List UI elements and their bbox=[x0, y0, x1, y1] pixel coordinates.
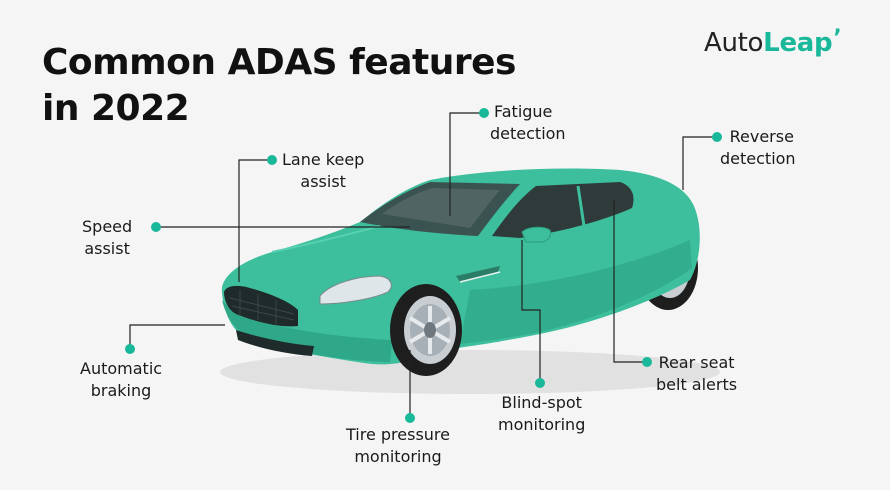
leader-braking bbox=[129, 324, 225, 348]
label-line: Speed bbox=[82, 217, 133, 236]
label-line: Blind-spot bbox=[501, 393, 582, 412]
label-line: detection bbox=[490, 124, 566, 143]
dot-fatigue bbox=[479, 108, 489, 118]
car-illustration bbox=[220, 168, 720, 394]
label-line: detection bbox=[720, 149, 796, 168]
label-line: monitoring bbox=[354, 447, 442, 466]
leader-lines bbox=[129, 112, 713, 416]
label-line: Tire pressure bbox=[346, 425, 450, 444]
title-line-1: Common ADAS features bbox=[42, 42, 516, 83]
marker-dots bbox=[125, 108, 722, 423]
leader-lane bbox=[238, 159, 269, 282]
label-line: Fatigue bbox=[494, 102, 553, 121]
label-fatigue-detection: Fatigue detection bbox=[490, 101, 566, 145]
label-line: braking bbox=[90, 381, 152, 400]
dot-tire bbox=[405, 413, 415, 423]
side-windows bbox=[492, 182, 634, 238]
label-line: monitoring bbox=[498, 415, 586, 434]
headlight bbox=[319, 275, 392, 305]
label-lane-keep-assist: Lane keep assist bbox=[282, 149, 364, 193]
label-speed-assist: Speed assist bbox=[82, 216, 132, 260]
label-line: Rear seat bbox=[658, 353, 735, 372]
leader-rear bbox=[613, 200, 644, 363]
label-rear-seat-belt-alerts: Rear seat belt alerts bbox=[656, 352, 737, 396]
dot-rear bbox=[642, 357, 652, 367]
dot-speed bbox=[151, 222, 161, 232]
label-blind-spot-monitoring: Blind-spot monitoring bbox=[498, 392, 585, 436]
leader-fatigue bbox=[449, 112, 480, 216]
label-line: Reverse bbox=[729, 127, 794, 146]
dot-braking bbox=[125, 344, 135, 354]
dot-reverse bbox=[712, 132, 722, 142]
leader-reverse bbox=[682, 136, 713, 190]
label-line: assist bbox=[84, 239, 130, 258]
leader-blind bbox=[521, 240, 541, 382]
front-wheel bbox=[390, 284, 462, 376]
dot-blind bbox=[535, 378, 545, 388]
page-title: Common ADAS features in 2022 bbox=[42, 40, 516, 132]
label-automatic-braking: Automatic braking bbox=[80, 358, 162, 402]
label-line: Lane keep bbox=[282, 150, 365, 169]
label-reverse-detection: Reverse detection bbox=[720, 126, 796, 170]
label-line: belt alerts bbox=[656, 375, 738, 394]
logo-mark-icon: ʼ bbox=[833, 26, 842, 51]
label-line: Automatic bbox=[80, 359, 163, 378]
logo-text-leap: Leap bbox=[763, 28, 833, 58]
logo-text-auto: Auto bbox=[704, 28, 764, 58]
label-line: assist bbox=[300, 172, 346, 191]
title-line-2: in 2022 bbox=[42, 88, 190, 129]
dot-lane bbox=[267, 155, 277, 165]
label-tire-pressure-monitoring: Tire pressure monitoring bbox=[346, 424, 450, 468]
